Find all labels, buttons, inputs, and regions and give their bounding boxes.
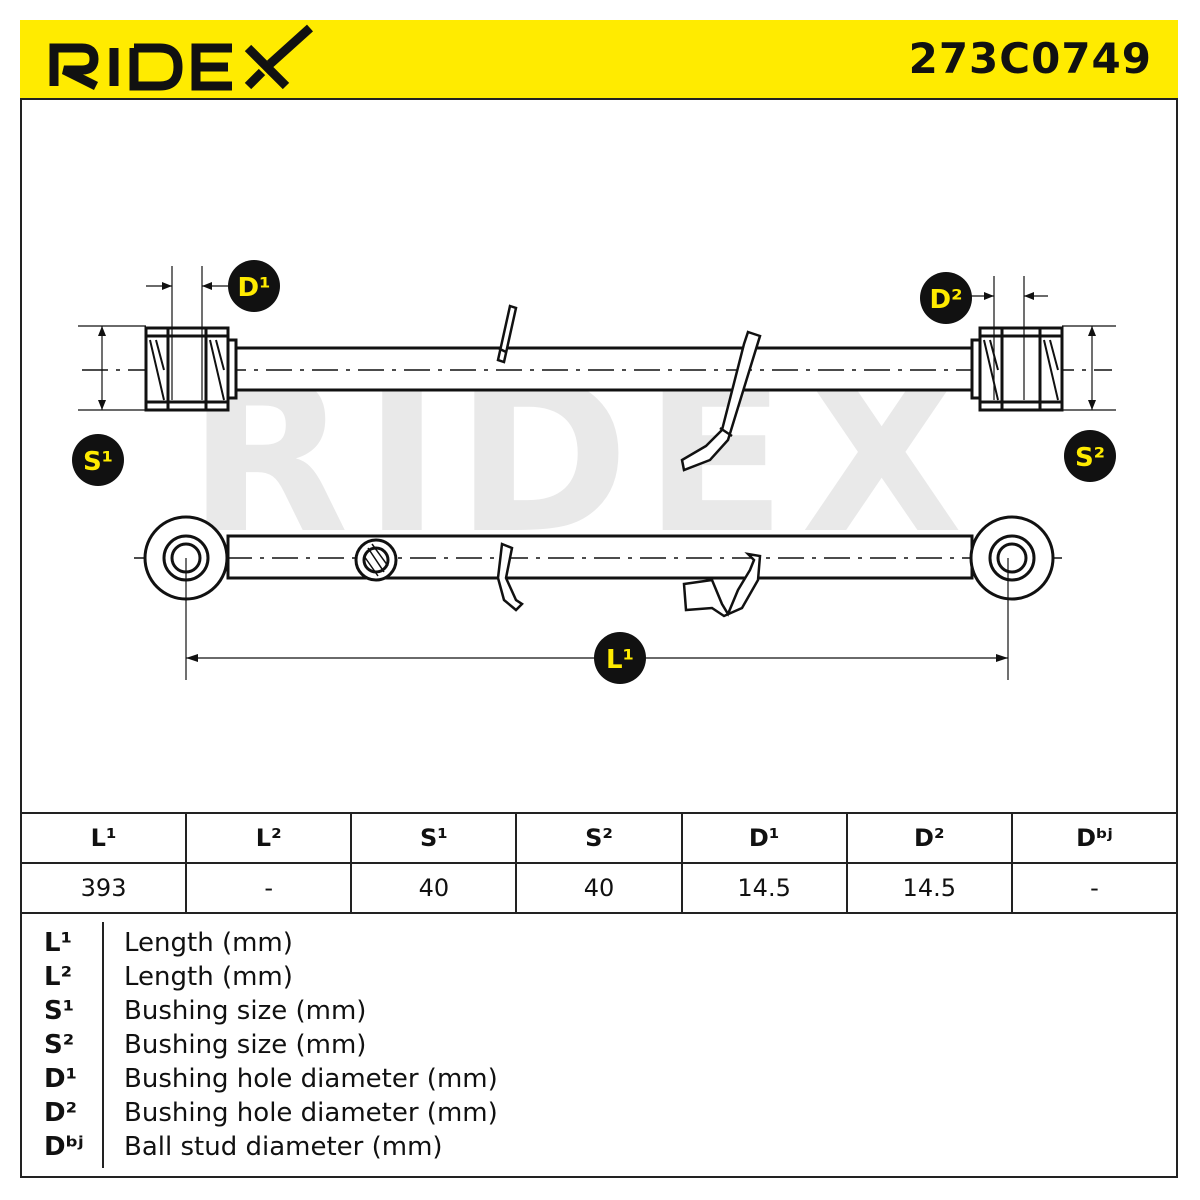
svg-text:D¹: D¹ <box>238 273 271 303</box>
badge-s1: S¹ <box>72 434 124 486</box>
spec-value-l2: - <box>185 862 353 914</box>
spec-header-dbj: Dᵇʲ <box>1010 812 1179 864</box>
right-bushing-side <box>970 326 1064 412</box>
spec-table: L¹ L² S¹ S² D¹ D² Dᵇʲ 393 - 40 40 14.5 1… <box>19 812 1179 914</box>
legend-item: S² Bushing size (mm) <box>20 1030 1120 1064</box>
legend-desc: Length (mm) <box>124 928 293 958</box>
spec-header-s2: S² <box>515 812 683 864</box>
legend-desc: Ball stud diameter (mm) <box>124 1132 443 1162</box>
legend-code: Dᵇʲ <box>44 1132 84 1162</box>
spec-value-s1: 40 <box>350 862 518 914</box>
spec-value-l1: 393 <box>19 862 188 914</box>
bottom-shaft <box>226 534 974 580</box>
ridex-logo <box>49 24 314 91</box>
legend-desc: Bushing hole diameter (mm) <box>124 1064 498 1094</box>
header-bar: 273C0749 <box>20 20 1178 100</box>
legend-item: D¹ Bushing hole diameter (mm) <box>20 1064 1120 1098</box>
bracket-top <box>680 330 762 472</box>
legend-code: D¹ <box>44 1064 77 1094</box>
legend-code: D² <box>44 1098 77 1128</box>
badge-d2: D² <box>920 272 972 324</box>
legend-item: Dᵇʲ Ball stud diameter (mm) <box>20 1132 1120 1166</box>
legend-divider <box>102 922 104 1168</box>
svg-text:S²: S² <box>1075 443 1105 473</box>
spec-value-d1: 14.5 <box>680 862 848 914</box>
legend-desc: Bushing size (mm) <box>124 1030 367 1060</box>
dimension-arrows <box>98 282 1096 662</box>
svg-text:S¹: S¹ <box>83 447 113 477</box>
spec-header-d2: D² <box>845 812 1013 864</box>
legend: L¹ Length (mm) L² Length (mm) S¹ Bushing… <box>20 912 1178 1178</box>
spec-value-row: 393 - 40 40 14.5 14.5 - <box>19 862 1179 914</box>
spec-value-s2: 40 <box>515 862 683 914</box>
legend-item: L¹ Length (mm) <box>20 928 1120 962</box>
legend-code: S² <box>44 1030 75 1060</box>
left-bushing-side <box>144 326 238 412</box>
right-eye <box>969 515 1055 601</box>
bracket-bottom <box>682 552 762 618</box>
badge-d1: D¹ <box>228 260 280 312</box>
legend-item: L² Length (mm) <box>20 962 1120 996</box>
top-shaft <box>228 346 976 392</box>
clip-top-small <box>496 304 518 364</box>
svg-text:D²: D² <box>930 285 963 315</box>
legend-code: L² <box>44 962 72 992</box>
spec-header-d1: D¹ <box>680 812 848 864</box>
technical-drawing: RIDEX <box>72 260 1116 684</box>
legend-code: L¹ <box>44 928 72 958</box>
legend-desc: Length (mm) <box>124 962 293 992</box>
spec-header-l1: L¹ <box>19 812 188 864</box>
badge-s2: S² <box>1064 430 1116 482</box>
part-number: 273C0749 <box>908 34 1152 83</box>
spec-header-s1: S¹ <box>350 812 518 864</box>
badge-l1: L¹ <box>594 632 646 684</box>
legend-desc: Bushing size (mm) <box>124 996 367 1026</box>
legend-code: S¹ <box>44 996 75 1026</box>
spec-value-d2: 14.5 <box>845 862 1013 914</box>
legend-item: S¹ Bushing size (mm) <box>20 996 1120 1030</box>
mid-collar <box>354 538 398 582</box>
spec-header-row: L¹ L² S¹ S² D¹ D² Dᵇʲ <box>19 812 1179 864</box>
spec-value-dbj: - <box>1010 862 1179 914</box>
spec-header-l2: L² <box>185 812 353 864</box>
clip-bottom-small <box>496 542 524 612</box>
svg-text:L¹: L¹ <box>606 645 634 675</box>
legend-desc: Bushing hole diameter (mm) <box>124 1098 498 1128</box>
legend-item: D² Bushing hole diameter (mm) <box>20 1098 1120 1132</box>
